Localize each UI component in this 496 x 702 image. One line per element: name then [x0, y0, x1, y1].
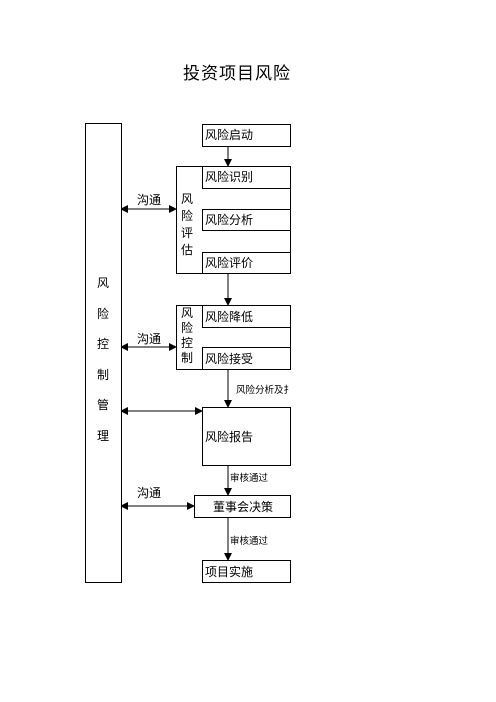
step-implement-label: 项目实施 [205, 565, 254, 579]
step-identify-label: 风险识别 [205, 170, 254, 184]
step-analyze-label: 风险分析 [205, 213, 254, 227]
step-implement [202, 560, 291, 583]
step-identify [202, 166, 291, 189]
step-board [194, 495, 291, 518]
step-accept [202, 347, 291, 370]
analysis-note: 风险分析及扌 [236, 385, 294, 396]
assessment-group-label: 风险评估 [180, 192, 193, 257]
page-title: 投资项目风险 [183, 64, 291, 84]
step-accept-label: 风险接受 [205, 352, 254, 366]
step-reduce-label: 风险降低 [205, 310, 254, 324]
step-reduce [202, 305, 291, 328]
comm-label-control: 沟通 [137, 332, 162, 346]
approved-label-1: 审核通过 [230, 473, 269, 484]
step-evaluate [202, 252, 291, 274]
comm-label-board: 沟通 [137, 486, 162, 500]
step-evaluate-label: 风险评价 [205, 256, 254, 270]
comm-label-assessment: 沟通 [137, 193, 162, 207]
step-analyze [202, 209, 291, 231]
risk-control-management-panel [85, 123, 122, 583]
step-start-label: 风险启动 [205, 128, 254, 142]
step-report-label: 风险报告 [205, 430, 254, 444]
step-board-label: 董事会决策 [213, 500, 274, 514]
approved-label-2: 审核通过 [230, 536, 269, 547]
control-group-label: 风险控制 [180, 306, 193, 365]
risk-control-management-label: 风险控制管理 [96, 276, 109, 443]
step-start [202, 124, 291, 147]
step-report [202, 407, 291, 466]
